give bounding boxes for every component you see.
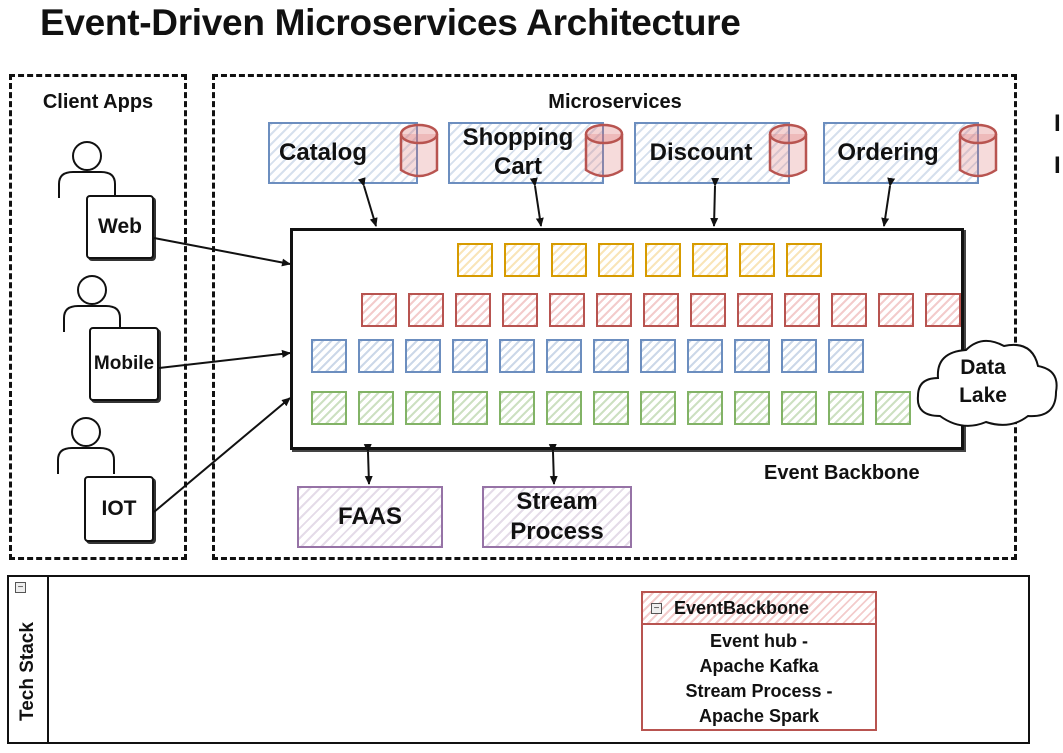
- event-square: [452, 339, 488, 373]
- event-square: [504, 243, 540, 277]
- faas-box: FAAS: [297, 486, 443, 548]
- event-square: [499, 339, 535, 373]
- web-client-box: Web: [86, 195, 154, 259]
- event-square: [786, 243, 822, 277]
- event-square: [551, 243, 587, 277]
- event-square: [643, 293, 679, 327]
- event-square: [828, 391, 864, 425]
- right-edge-text-2: I: [1054, 152, 1061, 179]
- card-line-2: Apache Kafka: [699, 656, 819, 676]
- tech-stack-label: Tech Stack: [17, 622, 38, 722]
- tech-stack-label-column: [9, 577, 49, 742]
- event-backbone-box: [290, 228, 964, 450]
- event-square: [311, 391, 347, 425]
- event-square: [640, 391, 676, 425]
- event-square: [781, 339, 817, 373]
- event-square: [455, 293, 491, 327]
- discount-database-icon: [768, 123, 808, 178]
- event-square: [878, 293, 914, 327]
- event-square: [781, 391, 817, 425]
- event-square: [405, 391, 441, 425]
- mobile-client-box: Mobile: [89, 327, 159, 401]
- user-iot-icon: [57, 417, 115, 474]
- event-square: [690, 293, 726, 327]
- event-square: [499, 391, 535, 425]
- card-line-3: Stream Process -: [685, 681, 833, 701]
- shopping-cart-database-icon: [584, 123, 624, 178]
- client-apps-group: Client Apps: [9, 74, 187, 560]
- stream-process-box: Stream Process: [482, 486, 632, 548]
- event-square: [593, 391, 629, 425]
- data-lake-label: Data Lake: [959, 356, 1007, 407]
- right-edge-text-1: I: [1054, 110, 1061, 137]
- iot-client-box: IOT: [84, 476, 154, 542]
- event-square: [358, 339, 394, 373]
- event-backbone-card-body: Event hub - Apache Kafka Stream Process …: [643, 625, 875, 729]
- event-square: [692, 243, 728, 277]
- catalog-database-icon: [399, 123, 439, 178]
- tech-stack-collapse-icon[interactable]: −: [15, 582, 26, 593]
- event-square: [645, 243, 681, 277]
- microservices-group: Microservices: [212, 74, 1017, 560]
- event-square: [739, 243, 775, 277]
- event-square: [737, 293, 773, 327]
- event-backbone-tech-card: − EventBackbone Event hub - Apache Kafka…: [641, 591, 877, 731]
- event-square: [734, 391, 770, 425]
- event-square: [784, 293, 820, 327]
- event-square: [452, 391, 488, 425]
- microservices-heading: Microservices: [548, 91, 682, 113]
- event-square: [734, 339, 770, 373]
- event-square: [457, 243, 493, 277]
- event-square: [502, 293, 538, 327]
- event-backbone-card-header: − EventBackbone: [643, 593, 875, 625]
- event-square: [549, 293, 585, 327]
- user-mobile-icon: [63, 275, 121, 332]
- event-square: [687, 339, 723, 373]
- event-square: [596, 293, 632, 327]
- event-square: [875, 391, 911, 425]
- event-square: [358, 391, 394, 425]
- event-square: [593, 339, 629, 373]
- event-square: [408, 293, 444, 327]
- event-square: [546, 391, 582, 425]
- data-lake-cloud-icon: [916, 339, 1058, 427]
- event-square: [831, 293, 867, 327]
- event-square: [405, 339, 441, 373]
- ordering-service: Ordering: [823, 122, 979, 184]
- card-line-1: Event hub -: [710, 631, 808, 651]
- event-grid: [293, 231, 961, 447]
- card-line-4: Apache Spark: [698, 706, 820, 726]
- event-square: [828, 339, 864, 373]
- card-collapse-icon[interactable]: −: [651, 602, 662, 614]
- shopping-cart-service: Shopping Cart: [448, 122, 604, 184]
- event-square: [311, 339, 347, 373]
- event-square: [687, 391, 723, 425]
- event-square: [361, 293, 397, 327]
- client-apps-heading: Client Apps: [42, 91, 154, 113]
- event-backbone-card-title: EventBackbone: [674, 597, 810, 618]
- user-web-icon: [58, 141, 116, 198]
- event-backbone-label: Event Backbone: [764, 462, 920, 484]
- event-square: [598, 243, 634, 277]
- event-square: [925, 293, 961, 327]
- catalog-service: Catalog: [268, 122, 418, 184]
- event-square: [640, 339, 676, 373]
- ordering-database-icon: [958, 123, 998, 178]
- page-title: Event-Driven Microservices Architecture: [40, 2, 741, 43]
- event-square: [546, 339, 582, 373]
